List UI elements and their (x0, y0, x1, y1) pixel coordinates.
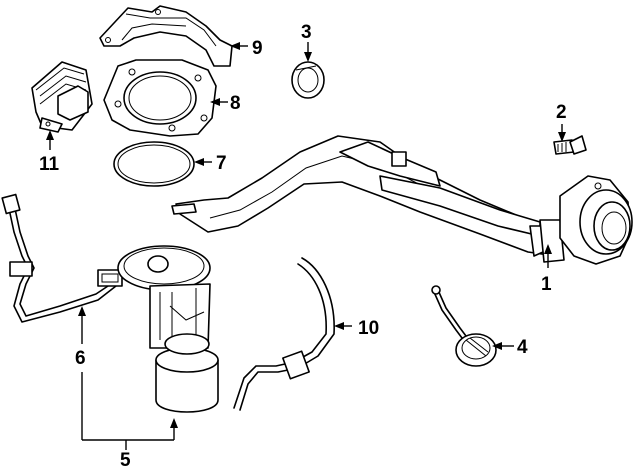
part-6-wiring-harness (1, 193, 123, 323)
part-5-fuel-pump-module (117, 245, 219, 413)
callout-8: 8 (230, 93, 241, 114)
callout-4: 4 (517, 337, 528, 358)
part-8-gasket-plate (103, 59, 217, 137)
callout-9: 9 (252, 38, 263, 59)
part-11-control-module (31, 61, 93, 133)
callout-7: 7 (216, 153, 227, 174)
callout-numbers: 1 2 3 4 5 6 7 8 9 10 11 (39, 22, 567, 467)
part-1-filler-pipe (171, 135, 633, 265)
part-9-shield-bracket (99, 5, 233, 67)
callout-10: 10 (358, 318, 379, 339)
callout-1: 1 (541, 274, 552, 295)
callout-11: 11 (39, 154, 60, 175)
leader-lines (46, 42, 566, 450)
callout-2: 2 (556, 102, 567, 123)
callout-3: 3 (301, 22, 312, 43)
callout-5: 5 (120, 450, 131, 467)
part-7-o-ring (113, 141, 195, 187)
callout-6: 6 (75, 348, 86, 369)
part-10-vent-hose (233, 257, 335, 411)
part-4-fuel-cap (431, 285, 497, 367)
part-3-seal-ring (291, 61, 325, 99)
part-2-bolt (553, 135, 587, 155)
